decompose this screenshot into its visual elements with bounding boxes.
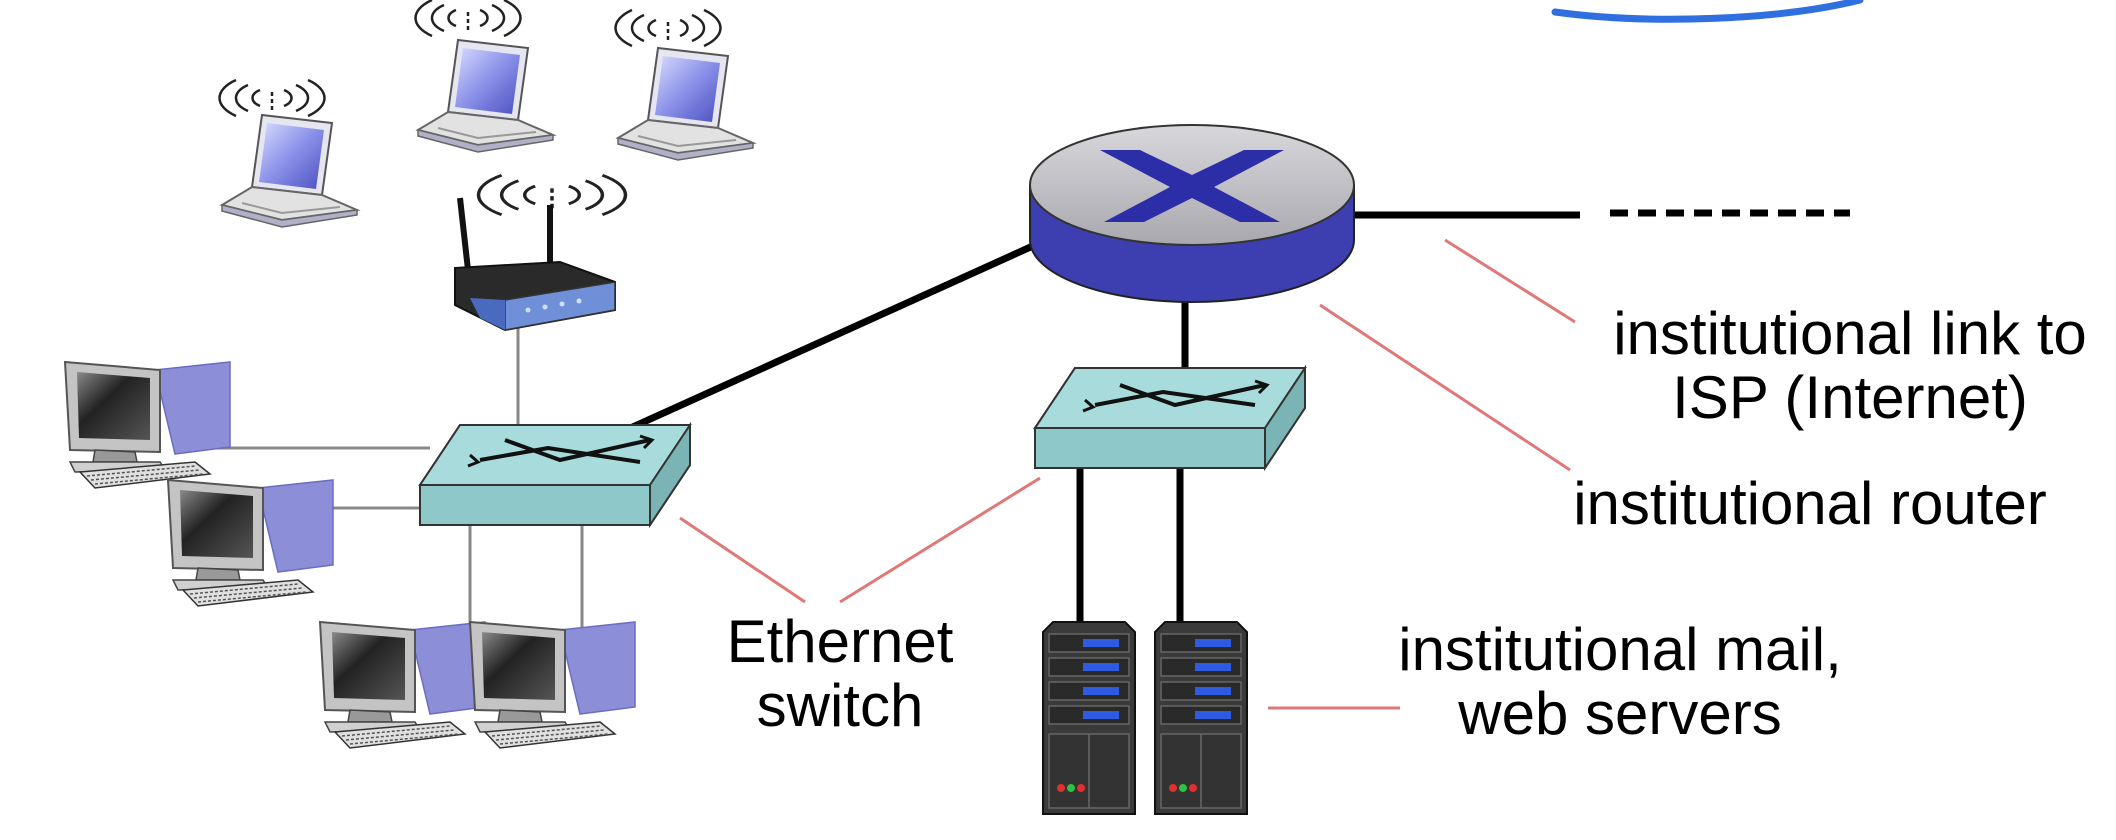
ethernet-switch-icon	[419, 424, 691, 526]
servers-label-line2: web servers	[1458, 680, 1782, 747]
wifi-router-icon	[454, 173, 628, 332]
desktop-computer-icon	[167, 479, 334, 607]
servers-label: institutional mail, web servers	[1360, 618, 1880, 746]
desktop-computer-icon	[319, 621, 486, 749]
switch-label: Ethernet switch	[690, 610, 990, 738]
callout-lines	[679, 238, 1576, 710]
laptop-icon	[414, 0, 554, 153]
laptop-icon	[218, 78, 358, 228]
switch-label-line1: Ethernet	[726, 608, 954, 675]
laptop-icon	[614, 8, 754, 161]
annotation-stroke	[1551, 0, 1864, 23]
isp-link-label-line2: ISP (Internet)	[1672, 364, 2028, 431]
isp-link-label-line1: institutional link to	[1613, 300, 2087, 367]
server-icon	[1154, 621, 1248, 815]
router-icon	[1029, 124, 1355, 303]
isp-link-label: institutional link to ISP (Internet)	[1580, 302, 2116, 430]
router-label-text: institutional router	[1573, 470, 2047, 537]
server-icon	[1042, 621, 1136, 815]
servers-label-line1: institutional mail,	[1398, 616, 1842, 683]
ethernet-switch-icon	[1034, 367, 1306, 469]
backbone-links	[613, 209, 1850, 625]
switch-label-line2: switch	[756, 672, 924, 739]
desktop-computer-icon	[469, 621, 636, 749]
router-label: institutional router	[1540, 472, 2080, 536]
desktop-computer-icon	[64, 361, 231, 489]
